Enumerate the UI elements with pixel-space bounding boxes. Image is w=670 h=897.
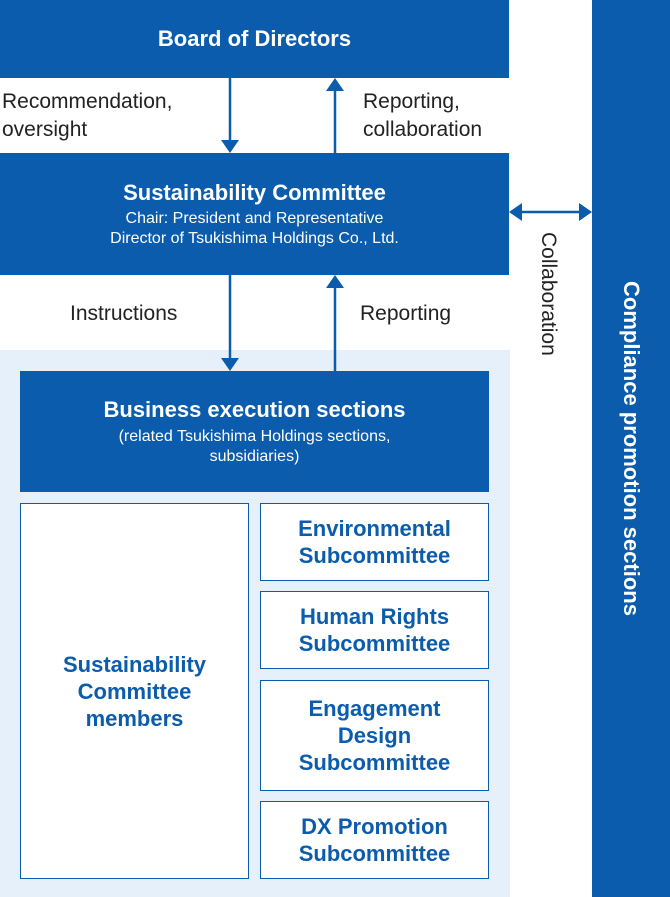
instructions-label: Instructions — [70, 302, 178, 325]
committee-members-box: Sustainability Committee members — [20, 503, 249, 879]
business-execution-sub-2: subsidiaries) — [209, 447, 300, 465]
engagement-design-subcommittee-box: Engagement Design Subcommittee — [260, 680, 489, 791]
business-execution-sub-1: (related Tsukishima Holdings sections, — [118, 427, 391, 445]
chair-line-1: Chair: President and Representative — [125, 209, 384, 227]
dx-promotion-subcommittee-box: DX Promotion Subcommittee — [260, 801, 489, 879]
instructions-arrowhead — [221, 358, 239, 371]
business-execution-title: Business execution sections — [103, 396, 406, 422]
chair-line-2: Director of Tsukishima Holdings Co., Ltd… — [110, 229, 399, 247]
board-title: Board of Directors — [157, 26, 352, 51]
sustainability-committee-title: Sustainability Committee — [123, 179, 386, 205]
reporting-arrowhead — [326, 275, 344, 288]
board-of-directors-box: Board of Directors — [0, 0, 509, 78]
reporting-up-arrowhead — [326, 78, 344, 91]
compliance-promotion-box: Compliance promotion sections — [592, 0, 670, 897]
reporting-collaboration-label: Reporting, collaboration — [363, 90, 483, 141]
recommendation-label: Recommendation, oversight — [2, 90, 173, 141]
recommendation-arrowhead — [221, 140, 239, 153]
environmental-subcommittee-box: Environmental Subcommittee — [260, 503, 489, 581]
compliance-title: Compliance promotion sections — [619, 281, 644, 616]
collaboration-arrowhead-right — [579, 203, 592, 221]
collaboration-label: Collaboration — [537, 232, 560, 356]
reporting-label: Reporting — [360, 302, 452, 325]
collaboration-arrowhead-left — [509, 203, 522, 221]
business-execution-box: Business execution sections (related Tsu… — [20, 371, 489, 492]
human-rights-subcommittee-box: Human Rights Subcommittee — [260, 591, 489, 669]
sustainability-committee-box: Sustainability Committee Chair: Presiden… — [0, 153, 509, 275]
